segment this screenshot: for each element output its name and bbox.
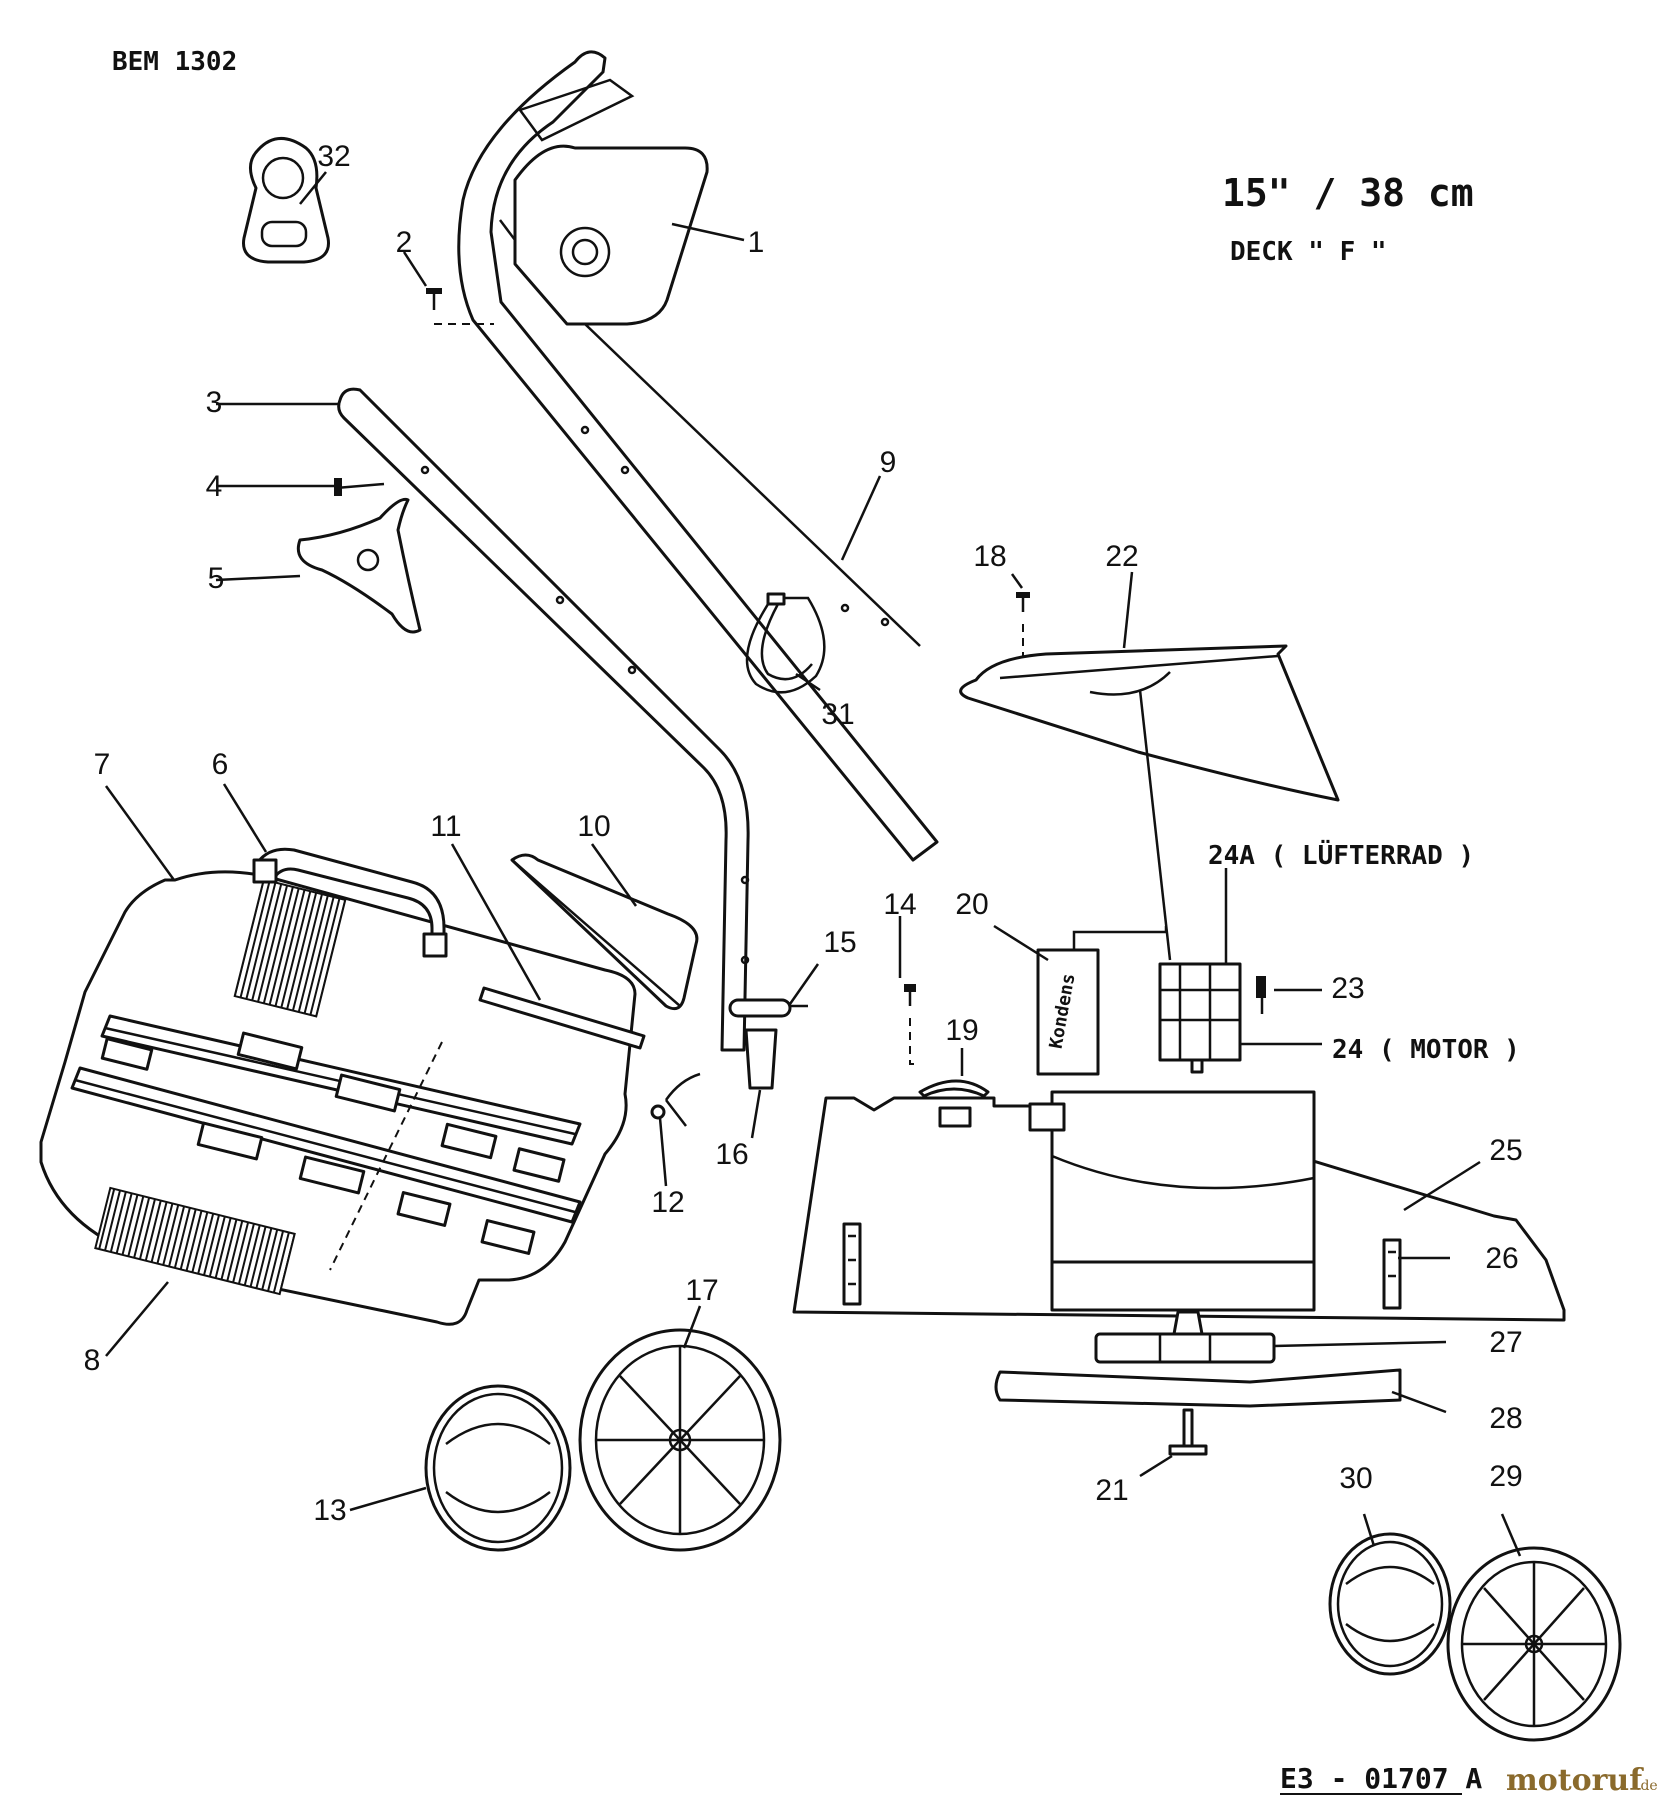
control-box-part: [513, 78, 709, 326]
cover-19-part: [918, 1079, 990, 1098]
part-label-18: 18: [973, 540, 1006, 573]
motor-part: [1138, 689, 1242, 1074]
part-label-32: 32: [317, 140, 350, 173]
wheel-17-part: [578, 1328, 782, 1552]
star-knob-part: [296, 497, 422, 634]
logo-suffix-text: .de: [1636, 1778, 1658, 1794]
rear-flap-part: [959, 644, 1340, 802]
part-label-23: 23: [1331, 972, 1364, 1005]
part-label-1: 1: [748, 226, 765, 259]
part-label-30: 30: [1339, 1462, 1372, 1495]
blade-holder-part: [1094, 1310, 1276, 1364]
part-label-5: 5: [208, 562, 225, 595]
size-label: 15" / 38 cm: [1222, 171, 1474, 215]
motor-screw-part: [1256, 976, 1266, 1014]
rod-part: [478, 986, 646, 1050]
screw-18-part: [1016, 592, 1030, 664]
handle-cap-part: [744, 1028, 778, 1090]
safety-key-part: [242, 137, 330, 264]
hub-cap-13-part: [424, 1384, 572, 1552]
part-label-20: 20: [955, 888, 988, 921]
cable-hook-part: [650, 1072, 701, 1127]
part-label-11: 11: [430, 810, 461, 843]
deck-label: DECK " F ": [1230, 237, 1387, 267]
part-label-12: 12: [651, 1186, 684, 1219]
part-label-2: 2: [396, 226, 413, 259]
logo-main-text: motoruf: [1506, 1763, 1644, 1798]
part-label-27: 27: [1489, 1326, 1522, 1359]
screw-part: [334, 478, 385, 496]
part-number-labels: 1 2 3 4 5 6 7 8 9 10 11 12 13 14 15 16 1…: [84, 140, 1523, 1527]
part-label-13: 13: [313, 1494, 346, 1527]
part-label-4: 4: [206, 470, 223, 503]
blade-part: [994, 1368, 1402, 1408]
wheel-29-part: [1446, 1546, 1622, 1742]
part-label-3: 3: [206, 386, 223, 419]
grass-catcher-part: [39, 847, 637, 1326]
part-label-19: 19: [945, 1014, 978, 1047]
switch-part: Kondens: [1036, 926, 1168, 1076]
part-label-24: 24 ( MOTOR ): [1332, 1035, 1520, 1065]
drawing-code: E3 - 01707 A: [1280, 1762, 1482, 1795]
deflector-flap-part: [510, 853, 699, 1011]
part-label-25: 25: [1489, 1134, 1522, 1167]
screw-14-part: [904, 984, 918, 1065]
clamp-part: [728, 998, 808, 1018]
part-label-10: 10: [577, 810, 610, 843]
blade-bolt-part: [1168, 1408, 1208, 1456]
part-label-6: 6: [212, 748, 229, 781]
part-label-24a: 24A ( LÜFTERRAD ): [1208, 838, 1474, 871]
part-label-29: 29: [1489, 1460, 1522, 1493]
part-label-16: 16: [715, 1138, 748, 1171]
part-label-15: 15: [823, 926, 856, 959]
part-label-7: 7: [94, 748, 111, 781]
lower-handle-part: [337, 387, 750, 1052]
part-label-28: 28: [1489, 1402, 1522, 1435]
motoruf-logo: motoruf .de: [1506, 1763, 1658, 1798]
part-label-22: 22: [1105, 540, 1138, 573]
screw-2-part: [426, 288, 494, 325]
leader-lines: [104, 171, 1522, 1557]
part-label-8: 8: [84, 1344, 101, 1377]
mower-deck-part: [792, 1090, 1566, 1322]
part-label-14: 14: [883, 888, 916, 921]
part-label-21: 21: [1095, 1474, 1128, 1507]
part-label-17: 17: [685, 1274, 718, 1307]
model-label: BEM 1302: [112, 47, 237, 77]
hub-cap-30-part: [1328, 1532, 1452, 1676]
part-label-31: 31: [821, 698, 854, 731]
part-label-9: 9: [880, 446, 897, 479]
part-label-26: 26: [1485, 1242, 1518, 1275]
